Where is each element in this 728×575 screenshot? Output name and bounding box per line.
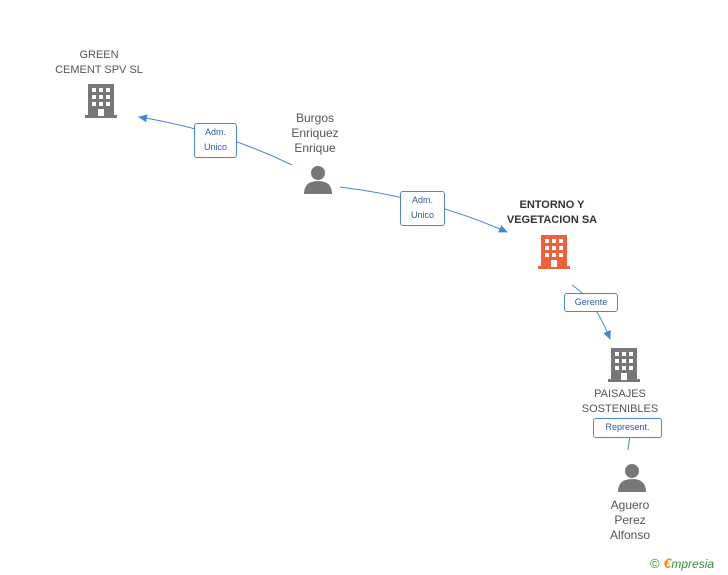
brand-logo-text: mpresia <box>671 557 715 571</box>
edge-label-aguero-paisajes: Represent. <box>593 418 662 438</box>
building-icon <box>85 84 117 118</box>
node-label-entorno[interactable]: ENTORNO Y VEGETACION SA <box>506 199 598 226</box>
node-label-paisajes[interactable]: PAISAJES SOSTENIBLES <box>581 388 659 415</box>
edge-label-entorno-paisajes: Gerente <box>564 293 618 312</box>
brand-logo[interactable]: €mpresia <box>664 555 714 571</box>
copyright-icon: © <box>650 555 660 571</box>
brand-logo-initial: € <box>663 555 672 571</box>
edge-label-burgos-green: Adm. Unico <box>194 123 237 158</box>
building-icon <box>608 348 640 382</box>
node-label-green-cement[interactable]: GREEN CEMENT SPV SL <box>55 49 143 76</box>
person-icon <box>304 166 332 194</box>
person-icon <box>618 464 646 492</box>
edge-label-burgos-entorno: Adm. Unico <box>400 191 445 226</box>
node-label-aguero[interactable]: Aguero Perez Alfonso <box>609 498 651 542</box>
node-label-burgos[interactable]: Burgos Enriquez Enrique <box>291 111 339 155</box>
copyright-footer: © €mpresia <box>650 555 714 571</box>
building-icon-focus <box>538 235 570 269</box>
